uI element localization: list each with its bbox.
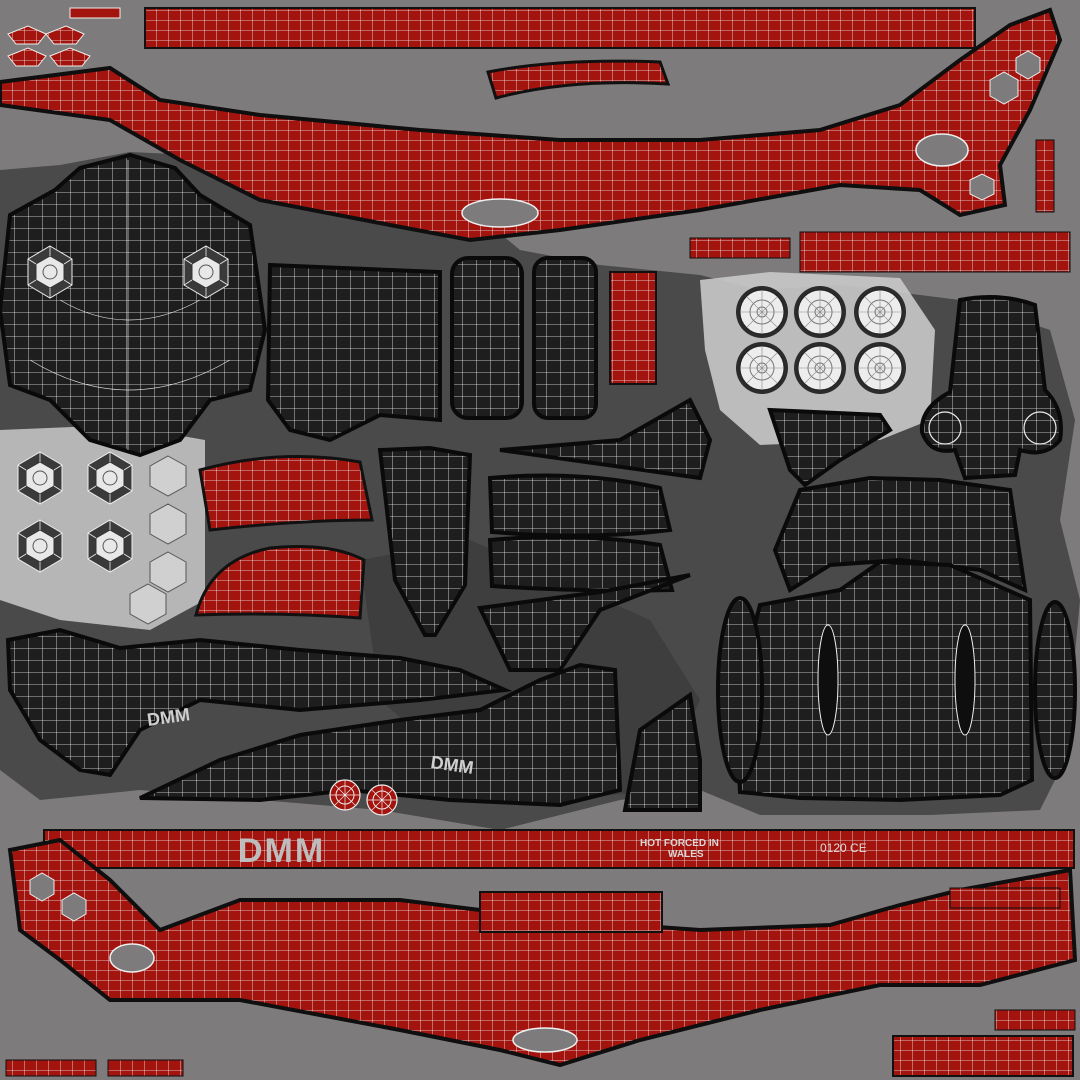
- wheel-b: [366, 784, 398, 816]
- ce-code: 0120 CE: [820, 841, 867, 855]
- panel-a: [265, 262, 442, 443]
- red-pad-b: [194, 545, 366, 620]
- top-strip: [69, 7, 976, 49]
- jagged-strips: DMM DMM: [5, 627, 623, 808]
- wheel-a: [329, 779, 361, 811]
- triangle-piece: [767, 407, 893, 488]
- hex-nuts: [17, 451, 187, 625]
- spine-lower: [7, 837, 1078, 1068]
- small-bars: [689, 139, 1071, 273]
- brand-dmm: DMM: [238, 832, 325, 870]
- body-shell-left: [0, 152, 268, 458]
- branded-strip: DMM HOT FORCED IN WALES 0120 CE: [43, 829, 1075, 870]
- slot-left: [450, 256, 524, 420]
- spine-upper: [0, 7, 1063, 243]
- spring-body: [716, 475, 1077, 803]
- fin-pieces: [476, 397, 713, 672]
- made-in-label: HOT FORCED IN: [640, 838, 719, 849]
- small-wedges: [7, 25, 91, 67]
- red-pad-a: [198, 455, 374, 532]
- pad-top: [486, 59, 671, 100]
- bottom-blocks: [5, 887, 1076, 1077]
- slot-right: [532, 256, 598, 420]
- small-tri-piece: [622, 691, 702, 812]
- gate-piece: [919, 295, 1063, 481]
- red-small-block: [609, 271, 657, 385]
- shield-piece: [377, 445, 473, 637]
- made-in-country: WALES: [668, 849, 704, 860]
